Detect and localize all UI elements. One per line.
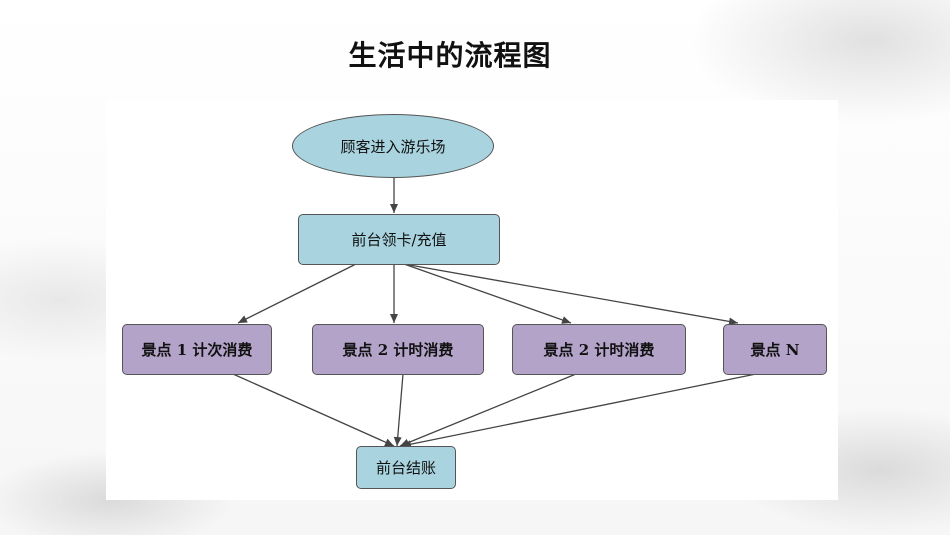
node-spot2a: 景点 2 计时消费 (312, 324, 484, 375)
flowchart-connectors (232, 177, 757, 449)
edge-spot2a-checkout (393, 373, 404, 447)
edge-spot1-checkout (232, 373, 395, 447)
node-spot2b: 景点 2 计时消费 (512, 324, 686, 375)
node-spot1-label: 景点 1 计次消费 (141, 341, 253, 359)
node-spot2b-label: 景点 2 计时消费 (543, 341, 655, 359)
node-spot1: 景点 1 计次消费 (122, 324, 272, 375)
node-card-label: 前台领卡/充值 (351, 231, 447, 249)
node-spotN-label: 景点 N (750, 341, 800, 359)
node-checkout-label: 前台结账 (375, 459, 436, 477)
edge-card-spot1 (237, 263, 357, 324)
edge-card-spotN (403, 263, 739, 326)
edge-card-spot2b (403, 263, 572, 324)
page-title: 生活中的流程图 (348, 39, 552, 72)
edge-spotN-checkout (401, 373, 757, 449)
node-checkout: 前台结账 (356, 446, 456, 489)
flowchart-panel: 顾客进入游乐场 前台领卡/充值 景点 1 计次消费 景点 2 计时消费 景点 2… (106, 100, 838, 500)
node-start-label: 顾客进入游乐场 (340, 137, 446, 156)
node-spot2a-label: 景点 2 计时消费 (342, 341, 454, 359)
node-card: 前台领卡/充值 (298, 214, 500, 265)
node-start: 顾客进入游乐场 (292, 114, 494, 178)
edge-spot2b-checkout (399, 373, 577, 447)
node-spotN: 景点 N (723, 324, 827, 375)
